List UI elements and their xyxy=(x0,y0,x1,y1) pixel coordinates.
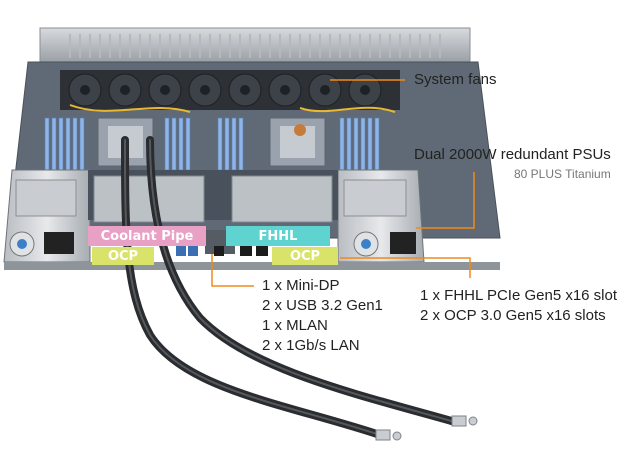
ocp-right-tag: OCP xyxy=(272,247,338,265)
io-item-mlan: 1 x MLAN xyxy=(262,317,328,334)
callout-line-slots xyxy=(340,257,471,278)
io-item-lan: 2 x 1Gb/s LAN xyxy=(262,337,360,354)
slot-item-ocp: 2 x OCP 3.0 Gen5 x16 slots xyxy=(420,307,606,324)
ocp-left-tag: OCP xyxy=(92,247,154,265)
psu-right xyxy=(337,169,425,263)
coolant-pipe-tag: Coolant Pipe xyxy=(88,226,206,246)
callout-io-list: 1 x Mini-DP 2 x USB 3.2 Gen1 1 x MLAN 2 … xyxy=(262,276,383,356)
chassis-body xyxy=(3,61,501,270)
callout-psu-title: Dual 2000W redundant PSUs xyxy=(414,146,611,163)
ocp-right-label: OCP xyxy=(289,248,321,264)
chassis-lid xyxy=(39,27,471,63)
psu-left xyxy=(3,169,91,263)
callout-psu-subtitle: 80 PLUS Titanium xyxy=(514,167,611,181)
pipe-connectors xyxy=(375,415,478,441)
slot-item-fhhl: 1 x FHHL PCIe Gen5 x16 slot xyxy=(420,287,618,304)
rear-io-area xyxy=(88,170,338,256)
callout-line-io xyxy=(211,254,254,287)
fhhl-label: FHHL xyxy=(258,228,298,244)
callout-slots-list: 1 x FHHL PCIe Gen5 x16 slot 2 x OCP 3.0 … xyxy=(420,286,617,326)
chassis-bottom-edge xyxy=(4,262,500,270)
coolant-pipe-label: Coolant Pipe xyxy=(100,228,194,244)
callout-lines xyxy=(211,79,475,287)
callout-fans: System fans xyxy=(414,71,497,88)
system-fans xyxy=(60,70,400,113)
io-item-usb: 2 x USB 3.2 Gen1 xyxy=(262,297,383,314)
fhhl-tag: FHHL xyxy=(226,226,330,246)
io-item-mini-dp: 1 x Mini-DP xyxy=(262,277,340,294)
coolant-pipes xyxy=(121,136,459,439)
ocp-left-label: OCP xyxy=(107,248,139,264)
callout-line-psu xyxy=(416,172,475,229)
memory-dimms xyxy=(44,117,380,171)
